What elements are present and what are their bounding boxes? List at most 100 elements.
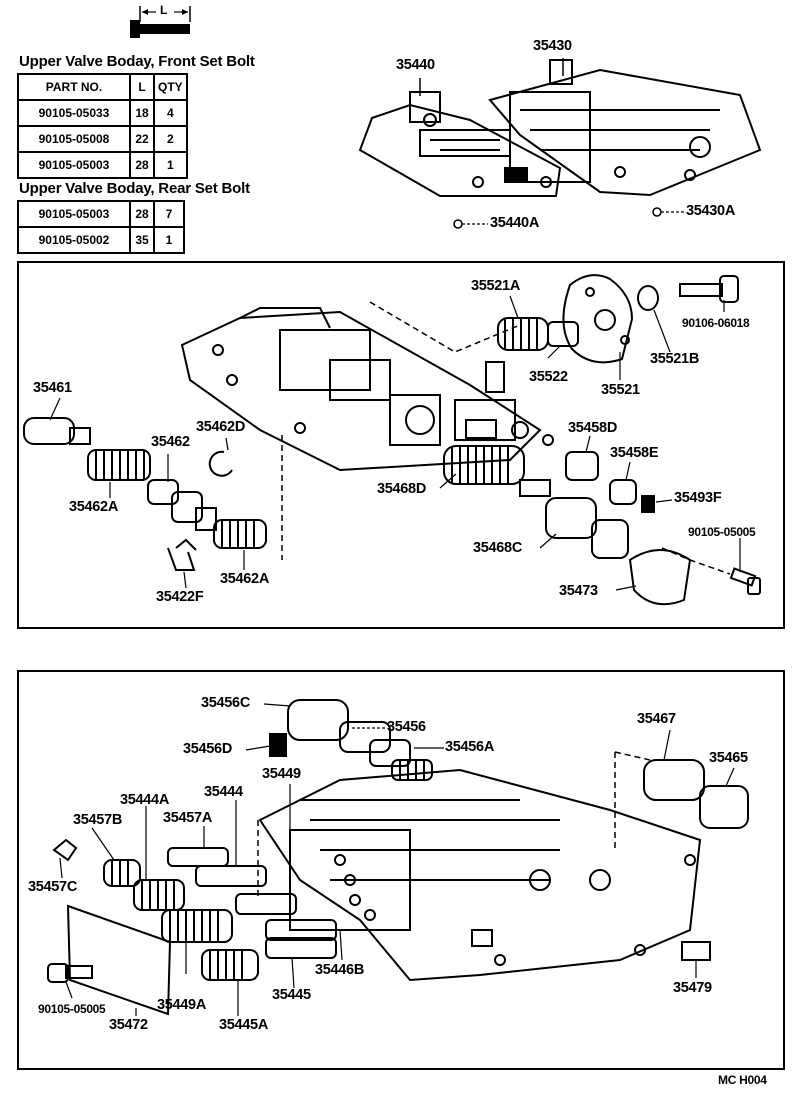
plunger-35457A (167, 847, 229, 867)
clip-35457C (52, 838, 78, 862)
header-l: L (129, 73, 155, 101)
part-no-cell: 90105-05003 (17, 200, 131, 228)
table-row: 90105-05003 28 7 (17, 200, 185, 228)
label-35430A: 35430A (686, 203, 735, 219)
valve-35456 (287, 699, 411, 767)
spring-35462A-right (213, 519, 267, 549)
qty-cell: 1 (153, 151, 188, 179)
middle-panel (17, 261, 785, 629)
bolt-icon (130, 6, 191, 38)
label-35458D: 35458D (568, 420, 617, 436)
label-90105-05005-middle: 90105-05005 (688, 525, 756, 539)
spring-35456A (391, 759, 433, 781)
part-no-cell: 90105-05002 (17, 226, 131, 254)
label-35493F: 35493F (674, 490, 722, 506)
qty-cell: 1 (153, 226, 185, 254)
label-35456A: 35456A (445, 739, 494, 755)
table-row: 90105-05008 22 2 (17, 125, 188, 153)
lower-valve-body-casting (258, 768, 702, 982)
label-35462D: 35462D (196, 419, 245, 435)
plunger-35444 (195, 865, 267, 887)
plate-35472 (66, 904, 172, 1016)
label-35468D: 35468D (377, 481, 426, 497)
bolt-dimension-diagram: L (124, 2, 204, 49)
spring-35462A-left (87, 449, 151, 481)
table-row: 90105-05002 35 1 (17, 226, 185, 254)
table-row: 90105-05033 18 4 (17, 99, 188, 127)
label-35462: 35462 (151, 434, 190, 450)
length-cell: 28 (129, 151, 155, 179)
length-cell: 22 (129, 125, 155, 153)
plunger-35449 (235, 893, 297, 915)
spring-35449A (161, 909, 233, 943)
label-35444A: 35444A (120, 792, 169, 808)
label-35465: 35465 (709, 750, 748, 766)
footer-code: MC H004 (718, 1073, 767, 1087)
front-bolt-heading: Upper Valve Boday, Front Set Bolt (19, 53, 255, 70)
label-35467: 35467 (637, 711, 676, 727)
dimension-l-label: L (160, 3, 168, 17)
label-35444: 35444 (204, 784, 243, 800)
plug-35465 (699, 785, 749, 829)
label-35456D: 35456D (183, 741, 232, 757)
upper-valve-body-assemblies (358, 58, 762, 229)
label-90105-05005-bottom: 90105-05005 (38, 1002, 106, 1016)
cover-plate-35521 (562, 274, 634, 364)
label-35521: 35521 (601, 382, 640, 398)
spring-35445A (201, 949, 259, 981)
washer-35521B (637, 285, 659, 311)
plunger-35522 (547, 321, 579, 347)
qty-cell: 4 (153, 99, 188, 127)
qty-cell: 7 (153, 200, 185, 228)
label-35445A: 35445A (219, 1017, 268, 1033)
label-35457B: 35457B (73, 812, 122, 828)
label-35457A: 35457A (163, 810, 212, 826)
table-row: 90105-05003 28 1 (17, 151, 188, 179)
length-cell: 35 (129, 226, 155, 254)
bolt-90105-05005-middle (729, 567, 761, 595)
bolt-90105-05005-bottom (47, 963, 93, 983)
label-35458E: 35458E (610, 445, 659, 461)
valve-35468C (519, 479, 629, 559)
header-qty: QTY (153, 73, 188, 101)
label-35472: 35472 (109, 1017, 148, 1033)
spring-35444A (133, 879, 185, 911)
label-35521B: 35521B (650, 351, 699, 367)
valve-35461 (23, 417, 91, 445)
label-35440A: 35440A (490, 215, 539, 231)
rear-bolt-heading: Upper Valve Boday, Rear Set Bolt (19, 180, 250, 197)
label-35521A: 35521A (471, 278, 520, 294)
part-no-cell: 90105-05008 (17, 125, 131, 153)
label-35456: 35456 (387, 719, 426, 735)
middle-exploded-drawing (23, 274, 761, 606)
valve-body-casting (180, 307, 554, 472)
plunger-35446B (265, 919, 337, 941)
pin-35479 (681, 941, 711, 961)
label-35440: 35440 (396, 57, 435, 73)
label-35446B: 35446B (315, 962, 364, 978)
label-35522: 35522 (529, 369, 568, 385)
label-35456C: 35456C (201, 695, 250, 711)
spring-35457B (103, 859, 141, 887)
label-35422F: 35422F (156, 589, 204, 605)
header-part-no: PART NO. (17, 73, 131, 101)
plunger-35445 (265, 937, 337, 959)
label-35462A-bottom: 35462A (220, 571, 269, 587)
plug-35458E (609, 479, 637, 505)
table-header-row: PART NO. L QTY (17, 73, 188, 101)
bolt-90106-06018 (679, 275, 739, 303)
plug-35458D (565, 451, 599, 481)
length-cell: 28 (129, 200, 155, 228)
label-35479: 35479 (673, 980, 712, 996)
part-no-cell: 90105-05003 (17, 151, 131, 179)
label-35457C: 35457C (28, 879, 77, 895)
front-bolt-table: PART NO. L QTY 90105-05033 18 4 90105-05… (17, 73, 188, 179)
label-35445: 35445 (272, 987, 311, 1003)
pin-35493F (641, 495, 655, 513)
rear-bolt-table: 90105-05003 28 7 90105-05002 35 1 (17, 200, 185, 254)
valve-35462 (147, 479, 217, 531)
length-cell: 18 (129, 99, 155, 127)
retainer-35422F (167, 538, 197, 571)
plate-35473 (628, 549, 692, 606)
